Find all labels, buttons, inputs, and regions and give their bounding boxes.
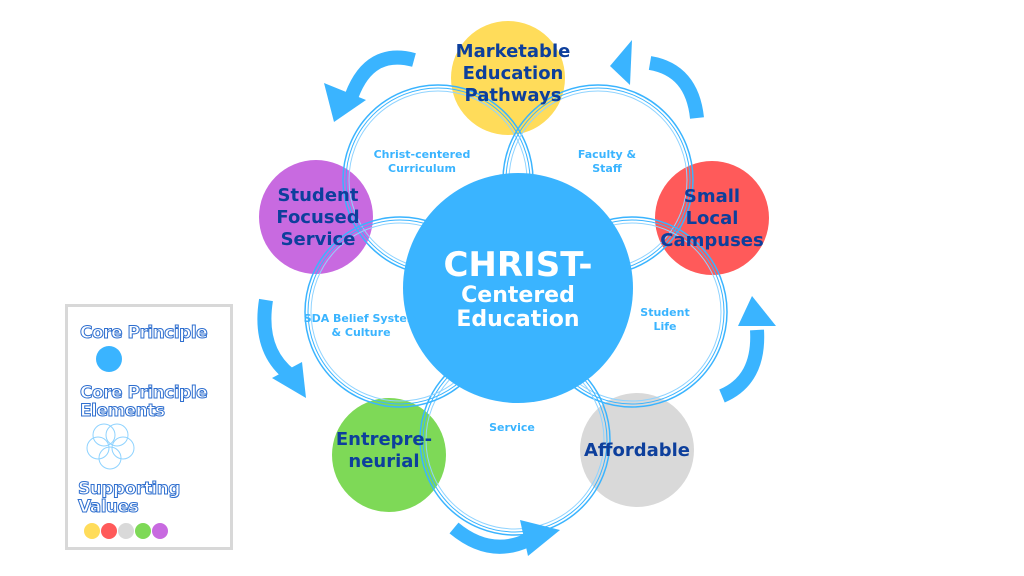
arrowhead-icon: [324, 83, 366, 122]
arrowhead-icon: [520, 520, 560, 556]
value-label: Service: [281, 229, 356, 250]
arrowhead-icon: [738, 296, 776, 326]
cycle-arrow-icon: [257, 298, 295, 381]
legend-supporting-label-2: Values: [77, 497, 139, 517]
value-label: Marketable: [456, 41, 571, 62]
arrowhead-icon: [610, 40, 632, 85]
value-circle-entrepreneurial: [332, 398, 446, 512]
legend-elements-label-2: Elements: [80, 401, 166, 421]
legend-value-swatch: [152, 523, 168, 539]
value-label: Local: [686, 208, 739, 229]
core-principle-circle: [403, 173, 633, 403]
core-line3: Education: [456, 307, 579, 332]
value-label: Campuses: [660, 230, 763, 251]
value-circle-small-local: [655, 161, 769, 275]
value-label: Affordable: [584, 440, 690, 461]
legend-swatches: [84, 346, 168, 539]
legend-value-swatch: [84, 523, 100, 539]
element-label: Student: [640, 306, 689, 319]
element-label: Faculty &: [578, 148, 637, 161]
value-label: Focused: [276, 207, 359, 228]
cycle-arrow-icon: [449, 522, 531, 554]
value-label: Student: [278, 185, 359, 206]
core-line2: Centered: [461, 283, 575, 308]
value-label: Small: [684, 186, 740, 207]
legend: Core Principle Core Principle Elements S…: [65, 304, 233, 550]
element-label: SDA Belief System: [304, 312, 419, 325]
legend-supporting-label-1: Supporting: [78, 479, 181, 499]
value-circle-student-focused: [259, 160, 373, 274]
element-label: Staff: [592, 162, 622, 175]
legend-value-swatch: [118, 523, 134, 539]
cycle-arrow-icon: [718, 329, 765, 403]
legend-value-swatch: [101, 523, 117, 539]
legend-elements-swatch: [86, 423, 135, 470]
legend-core-swatch: [96, 346, 122, 372]
legend-value-swatch: [135, 523, 151, 539]
element-label: Christ-centered: [374, 148, 471, 161]
value-circle-marketable: [451, 21, 565, 135]
value-label: neurial: [348, 451, 419, 472]
element-label: Life: [653, 320, 676, 333]
value-label: Entrepre-: [336, 429, 432, 450]
core-line1: CHRIST-: [443, 245, 592, 285]
cycle-arrow-icon: [345, 50, 416, 98]
value-label: Education: [463, 63, 564, 84]
element-label: Service: [489, 421, 535, 434]
value-label: Pathways: [465, 85, 562, 106]
arrowhead-icon: [272, 362, 306, 398]
element-label: Curriculum: [388, 162, 456, 175]
element-label: & Culture: [331, 326, 390, 339]
legend-core-label: Core Principle: [79, 323, 208, 343]
cycle-arrow-icon: [648, 56, 704, 119]
legend-elements-label-1: Core Principle: [79, 383, 208, 403]
